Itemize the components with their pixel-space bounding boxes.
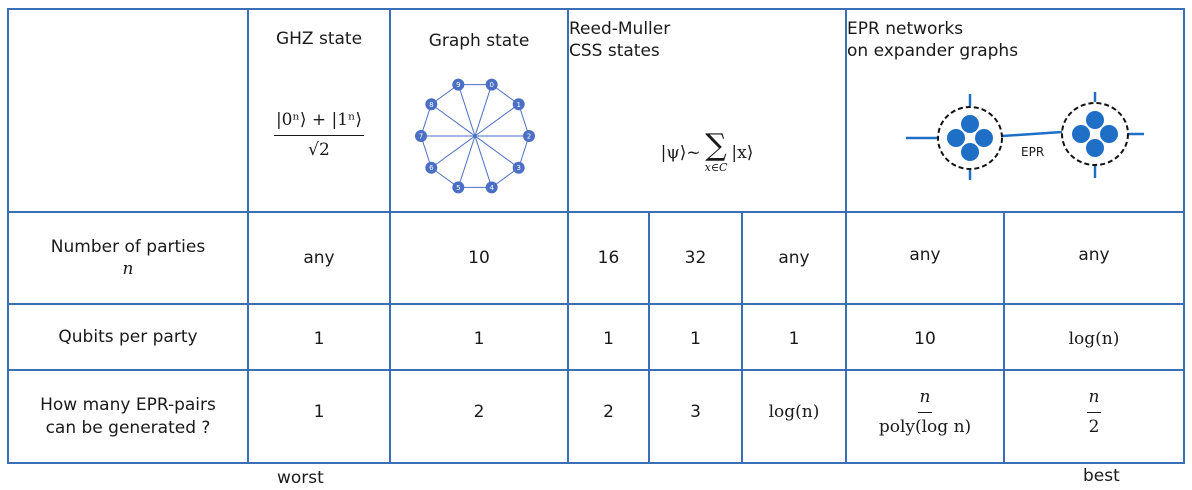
cell-parties-rm-any: any — [778, 247, 810, 268]
graph-node: 8 — [425, 98, 438, 111]
cluster-right — [1061, 102, 1129, 166]
graph-node-label: 8 — [429, 101, 433, 109]
ghz-numerator: |0ⁿ⟩ + |1ⁿ⟩ — [273, 109, 365, 136]
graph-edge — [457, 84, 493, 188]
epr-label: EPR — [1021, 145, 1044, 159]
worst-label: worst — [277, 468, 324, 488]
qubit-node — [1086, 139, 1104, 157]
cell-qubits-graph: 1 — [473, 328, 485, 349]
graph-node-label: 1 — [516, 101, 520, 109]
header-graph: Graph state — [428, 31, 530, 51]
graph-node: 4 — [485, 181, 498, 194]
row-label-epr-pairs: How many EPR-pairs can be generated ? — [40, 395, 216, 438]
qubit-node — [1100, 125, 1118, 143]
grid-top — [7, 8, 1185, 10]
grid-v1 — [247, 8, 249, 464]
grid-v2 — [389, 8, 391, 464]
graph-node: 1 — [512, 98, 525, 111]
best-label: best — [1083, 466, 1120, 486]
header-ghz: GHZ state — [275, 29, 363, 49]
grid-h3 — [7, 369, 1185, 371]
qubit-node — [1072, 125, 1090, 143]
graph-node-label: 2 — [527, 133, 531, 141]
grid-v7 — [1003, 213, 1005, 464]
graph-node-label: 9 — [456, 81, 460, 89]
cell-parties-epr1: any — [909, 244, 941, 265]
ghz-formula: |0ⁿ⟩ + |1ⁿ⟩ √2 — [249, 100, 389, 170]
cell-qubits-epr2: log(n) — [1068, 328, 1120, 349]
grid-v4 — [648, 213, 650, 464]
grid-h1 — [7, 211, 1185, 213]
grid-bottom — [7, 462, 1185, 464]
grid-h2 — [7, 303, 1185, 305]
graph-node: 2 — [523, 130, 535, 142]
qubit-node — [961, 115, 979, 133]
cell-qubits-rm32: 1 — [690, 328, 701, 349]
qubit-node — [947, 129, 965, 147]
row-label-parties: Number of parties n — [50, 236, 206, 279]
cell-pairs-graph: 2 — [473, 401, 485, 422]
cell-parties-rm16: 16 — [597, 247, 620, 268]
graph-node: 5 — [452, 181, 465, 194]
qubit-node — [961, 143, 979, 161]
graph-node-label: 5 — [456, 184, 460, 192]
cell-pairs-rm-any: log(n) — [768, 401, 820, 422]
graph-node: 3 — [512, 161, 525, 174]
grid-v8 — [1183, 8, 1185, 464]
summation-symbol: ∑ — [705, 127, 727, 163]
cell-qubits-rm16: 1 — [603, 328, 614, 349]
epr-network-diagram: EPR — [906, 92, 1144, 180]
graph-node: 9 — [452, 78, 465, 91]
graph-node: 6 — [425, 161, 438, 174]
graph-node-label: 3 — [516, 164, 520, 172]
cell-parties-graph: 10 — [468, 247, 490, 268]
cell-parties-ghz: any — [303, 247, 335, 268]
graph-state-diagram: 0 1 2 3 4 5 6 7 8 9 — [415, 78, 535, 194]
graph-node-label: 6 — [429, 164, 434, 172]
graph-node: 0 — [485, 78, 498, 91]
cell-pairs-epr1: n poly(log n) — [878, 387, 972, 437]
qubit-node — [975, 129, 993, 147]
cell-parties-rm32: 32 — [684, 247, 707, 268]
cell-pairs-rm16: 2 — [603, 401, 614, 422]
cell-pairs-rm32: 3 — [690, 401, 701, 422]
cell-parties-epr2: any — [1078, 244, 1110, 265]
grid-v3 — [567, 8, 569, 464]
row-label-qubits: Qubits per party — [58, 326, 198, 347]
cell-pairs-ghz: 1 — [313, 401, 325, 422]
cell-pairs-epr2: n 2 — [1086, 387, 1102, 437]
epr-link-line — [1001, 130, 1063, 138]
cluster-left — [937, 106, 1003, 170]
ghz-denominator: √2 — [308, 139, 330, 160]
grid-v0 — [7, 8, 9, 464]
rm-formula: |ψ⟩~ ∑ x∈C |x⟩ — [660, 127, 754, 174]
header-epr-networks: EPR networks on expander graphs — [847, 19, 1019, 62]
cell-qubits-ghz: 1 — [313, 328, 325, 349]
graph-node-label: 0 — [489, 81, 493, 89]
summation-subscript: x∈C — [704, 160, 728, 174]
grid-v5 — [741, 213, 743, 464]
graph-node: 7 — [415, 130, 427, 142]
cell-qubits-epr1: 10 — [914, 328, 936, 349]
grid-v6 — [845, 8, 847, 464]
graph-node-label: 4 — [489, 184, 494, 192]
graph-node-label: 7 — [419, 133, 423, 141]
qubit-node — [1086, 111, 1104, 129]
header-reed-muller: Reed-Muller CSS states — [569, 19, 671, 62]
cell-qubits-rm-any: 1 — [788, 328, 800, 349]
